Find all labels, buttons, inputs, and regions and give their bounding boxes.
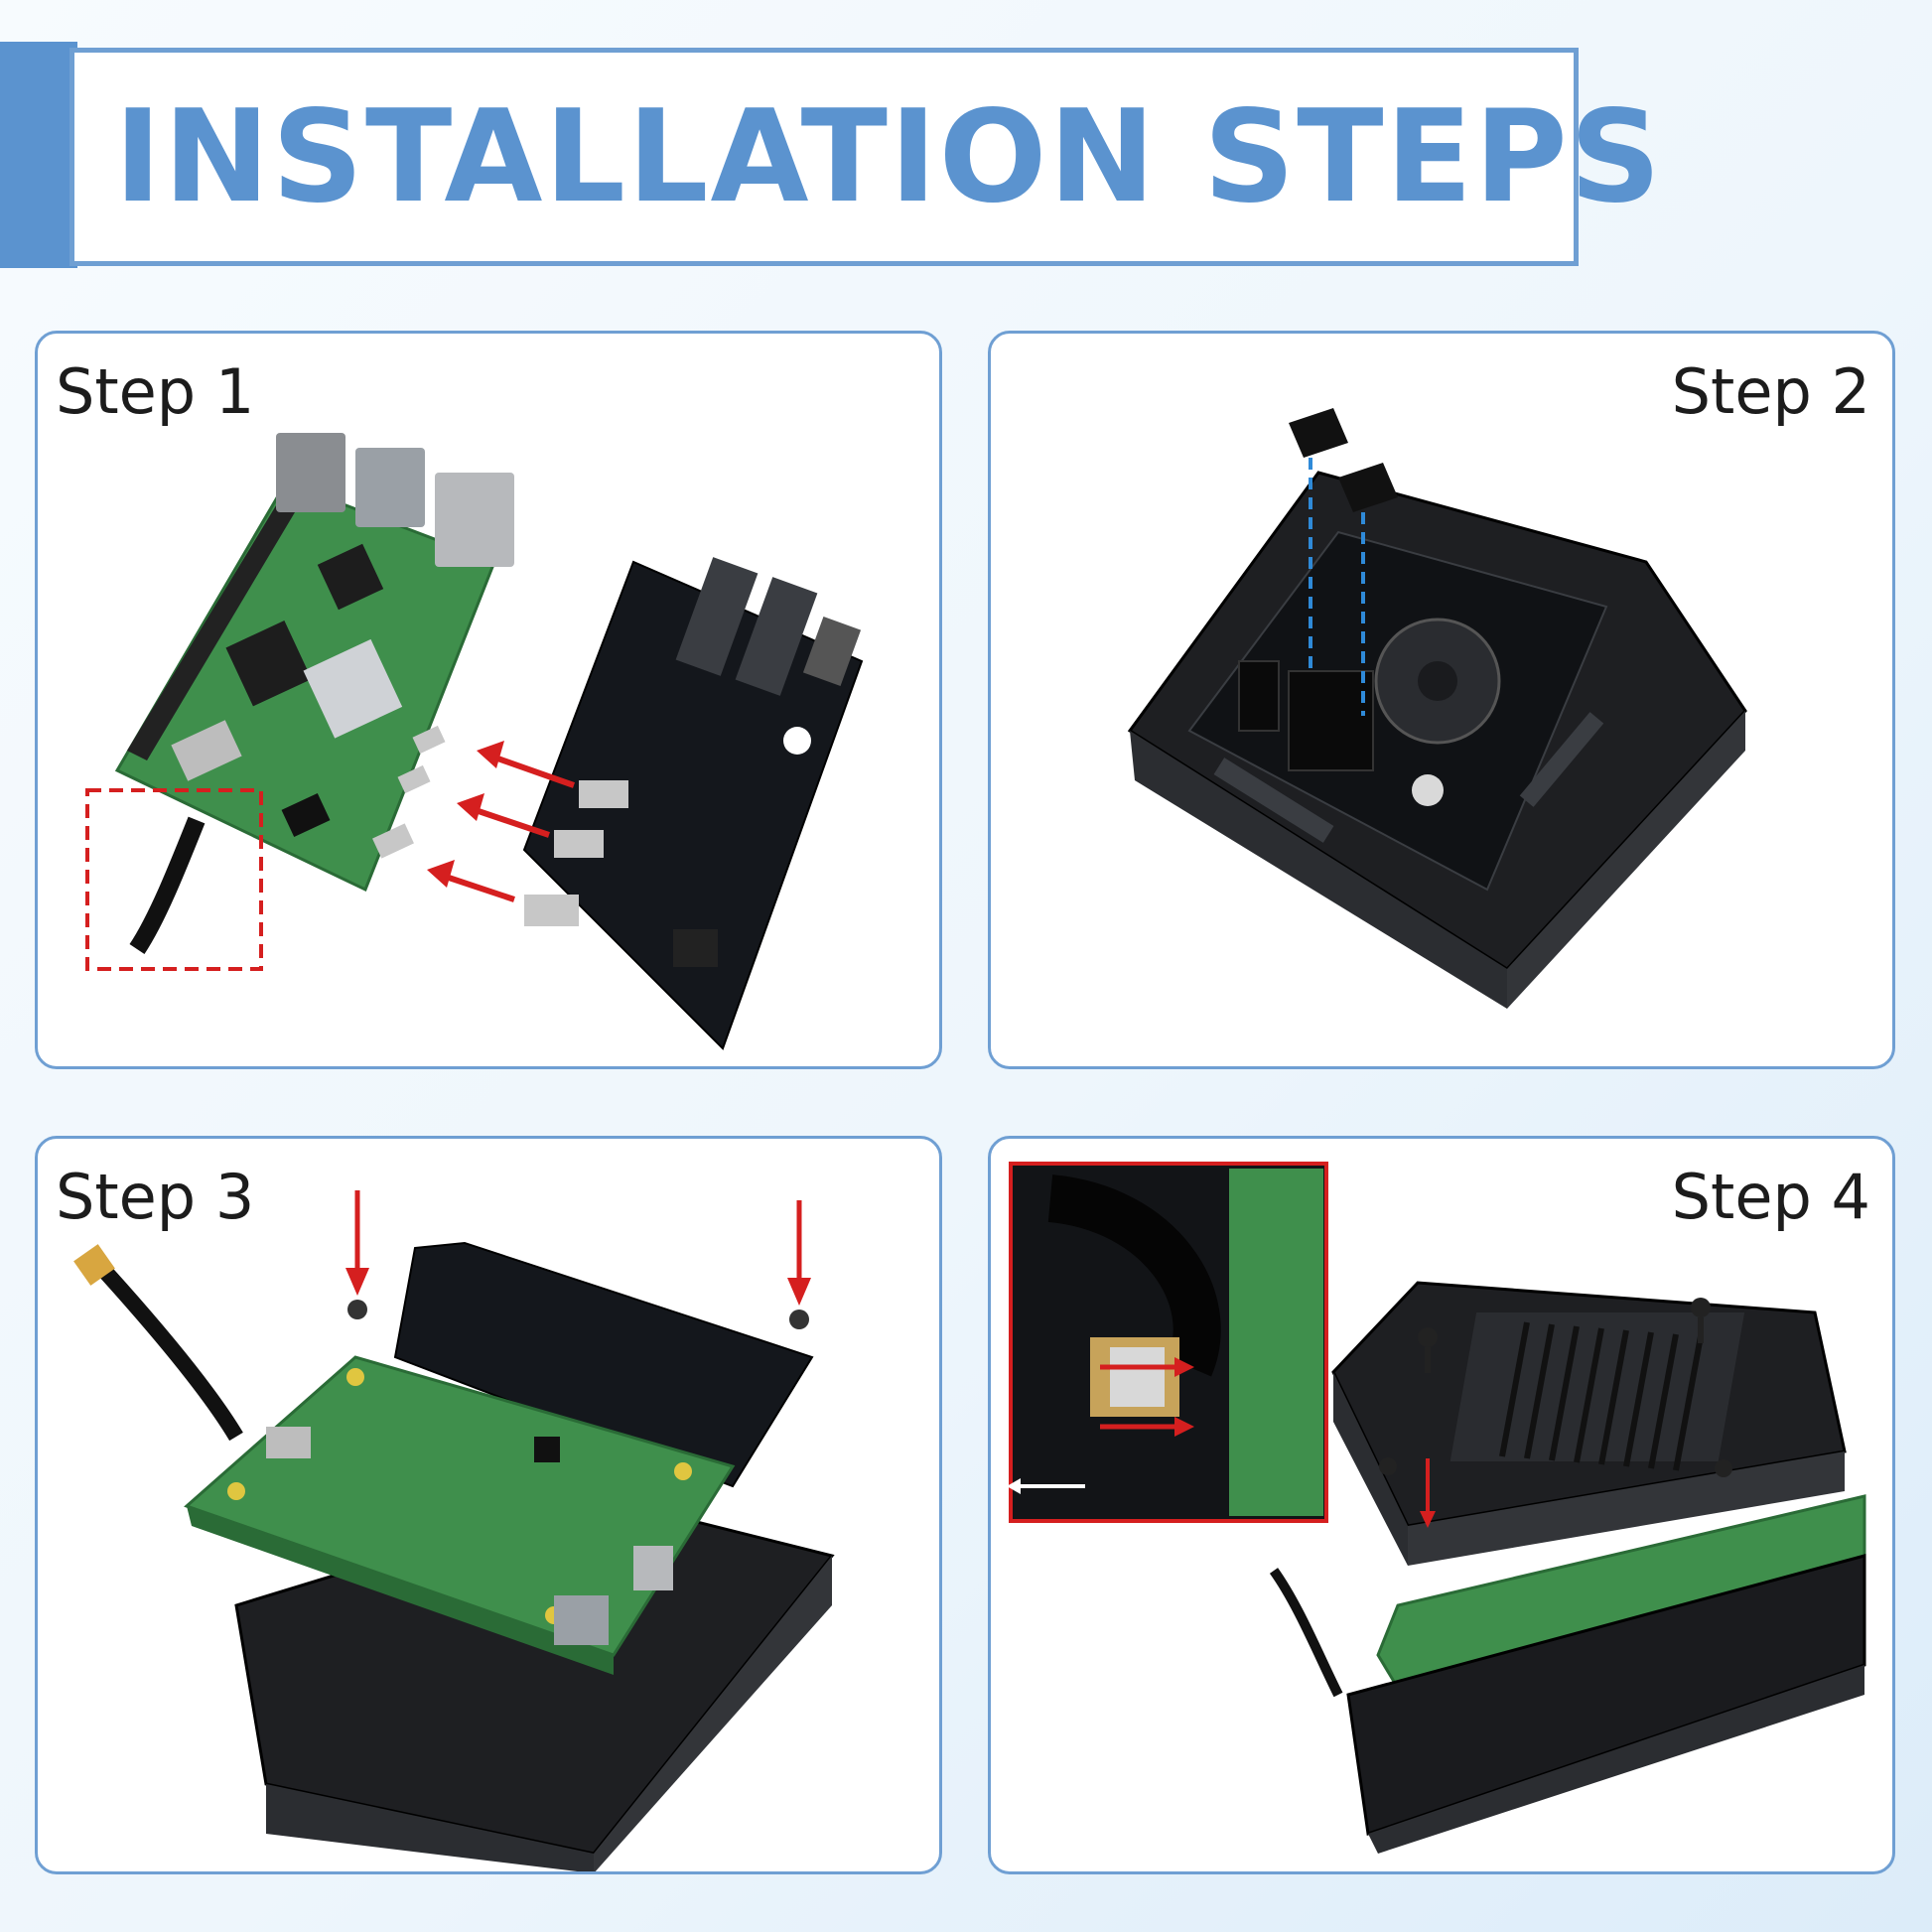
adapter-board — [393, 1241, 814, 1488]
step-3-label: Step 3 — [56, 1161, 255, 1233]
raspberry-pi-board — [114, 433, 514, 954]
ribbon-highlight-box — [85, 788, 263, 971]
ribbon-cable — [1269, 1568, 1343, 1698]
title-banner: INSTALLATION STEPS — [69, 48, 1661, 266]
cable-inset-photo — [1007, 1162, 1328, 1523]
step-1-label: Step 1 — [56, 355, 255, 428]
hdmi-adapter-board — [522, 557, 864, 1050]
step-2-label: Step 2 — [1671, 355, 1870, 428]
thermal-pad-2 — [1338, 463, 1398, 512]
insert-arrows — [427, 741, 575, 902]
case-top — [1331, 1281, 1847, 1566]
step-4-label: Step 4 — [1671, 1161, 1870, 1233]
step-3-panel: Step 3 — [35, 1136, 942, 1874]
step-3-illustration — [73, 1190, 835, 1871]
step-1-panel: Step 1 — [35, 331, 942, 1069]
case-bottom — [1127, 471, 1747, 1009]
raspberry-pi-board — [184, 1355, 736, 1675]
ribbon-cable — [91, 1257, 243, 1442]
screw-arrows — [345, 1190, 811, 1306]
step-4-panel: Step 4 — [988, 1136, 1895, 1874]
step-4-illustration — [1007, 1162, 1866, 1854]
step-2-panel: Step 2 — [988, 331, 1895, 1069]
screw-1 — [347, 1300, 367, 1319]
screw-2 — [789, 1310, 809, 1329]
case-bottom — [1346, 1554, 1866, 1854]
thermal-pad-1 — [1289, 408, 1348, 458]
screws — [1379, 1298, 1732, 1477]
step-2-illustration — [1127, 408, 1747, 1009]
title-accent-bar — [0, 42, 77, 268]
step-1-illustration — [85, 433, 864, 1050]
page-title: INSTALLATION STEPS — [114, 82, 1663, 231]
